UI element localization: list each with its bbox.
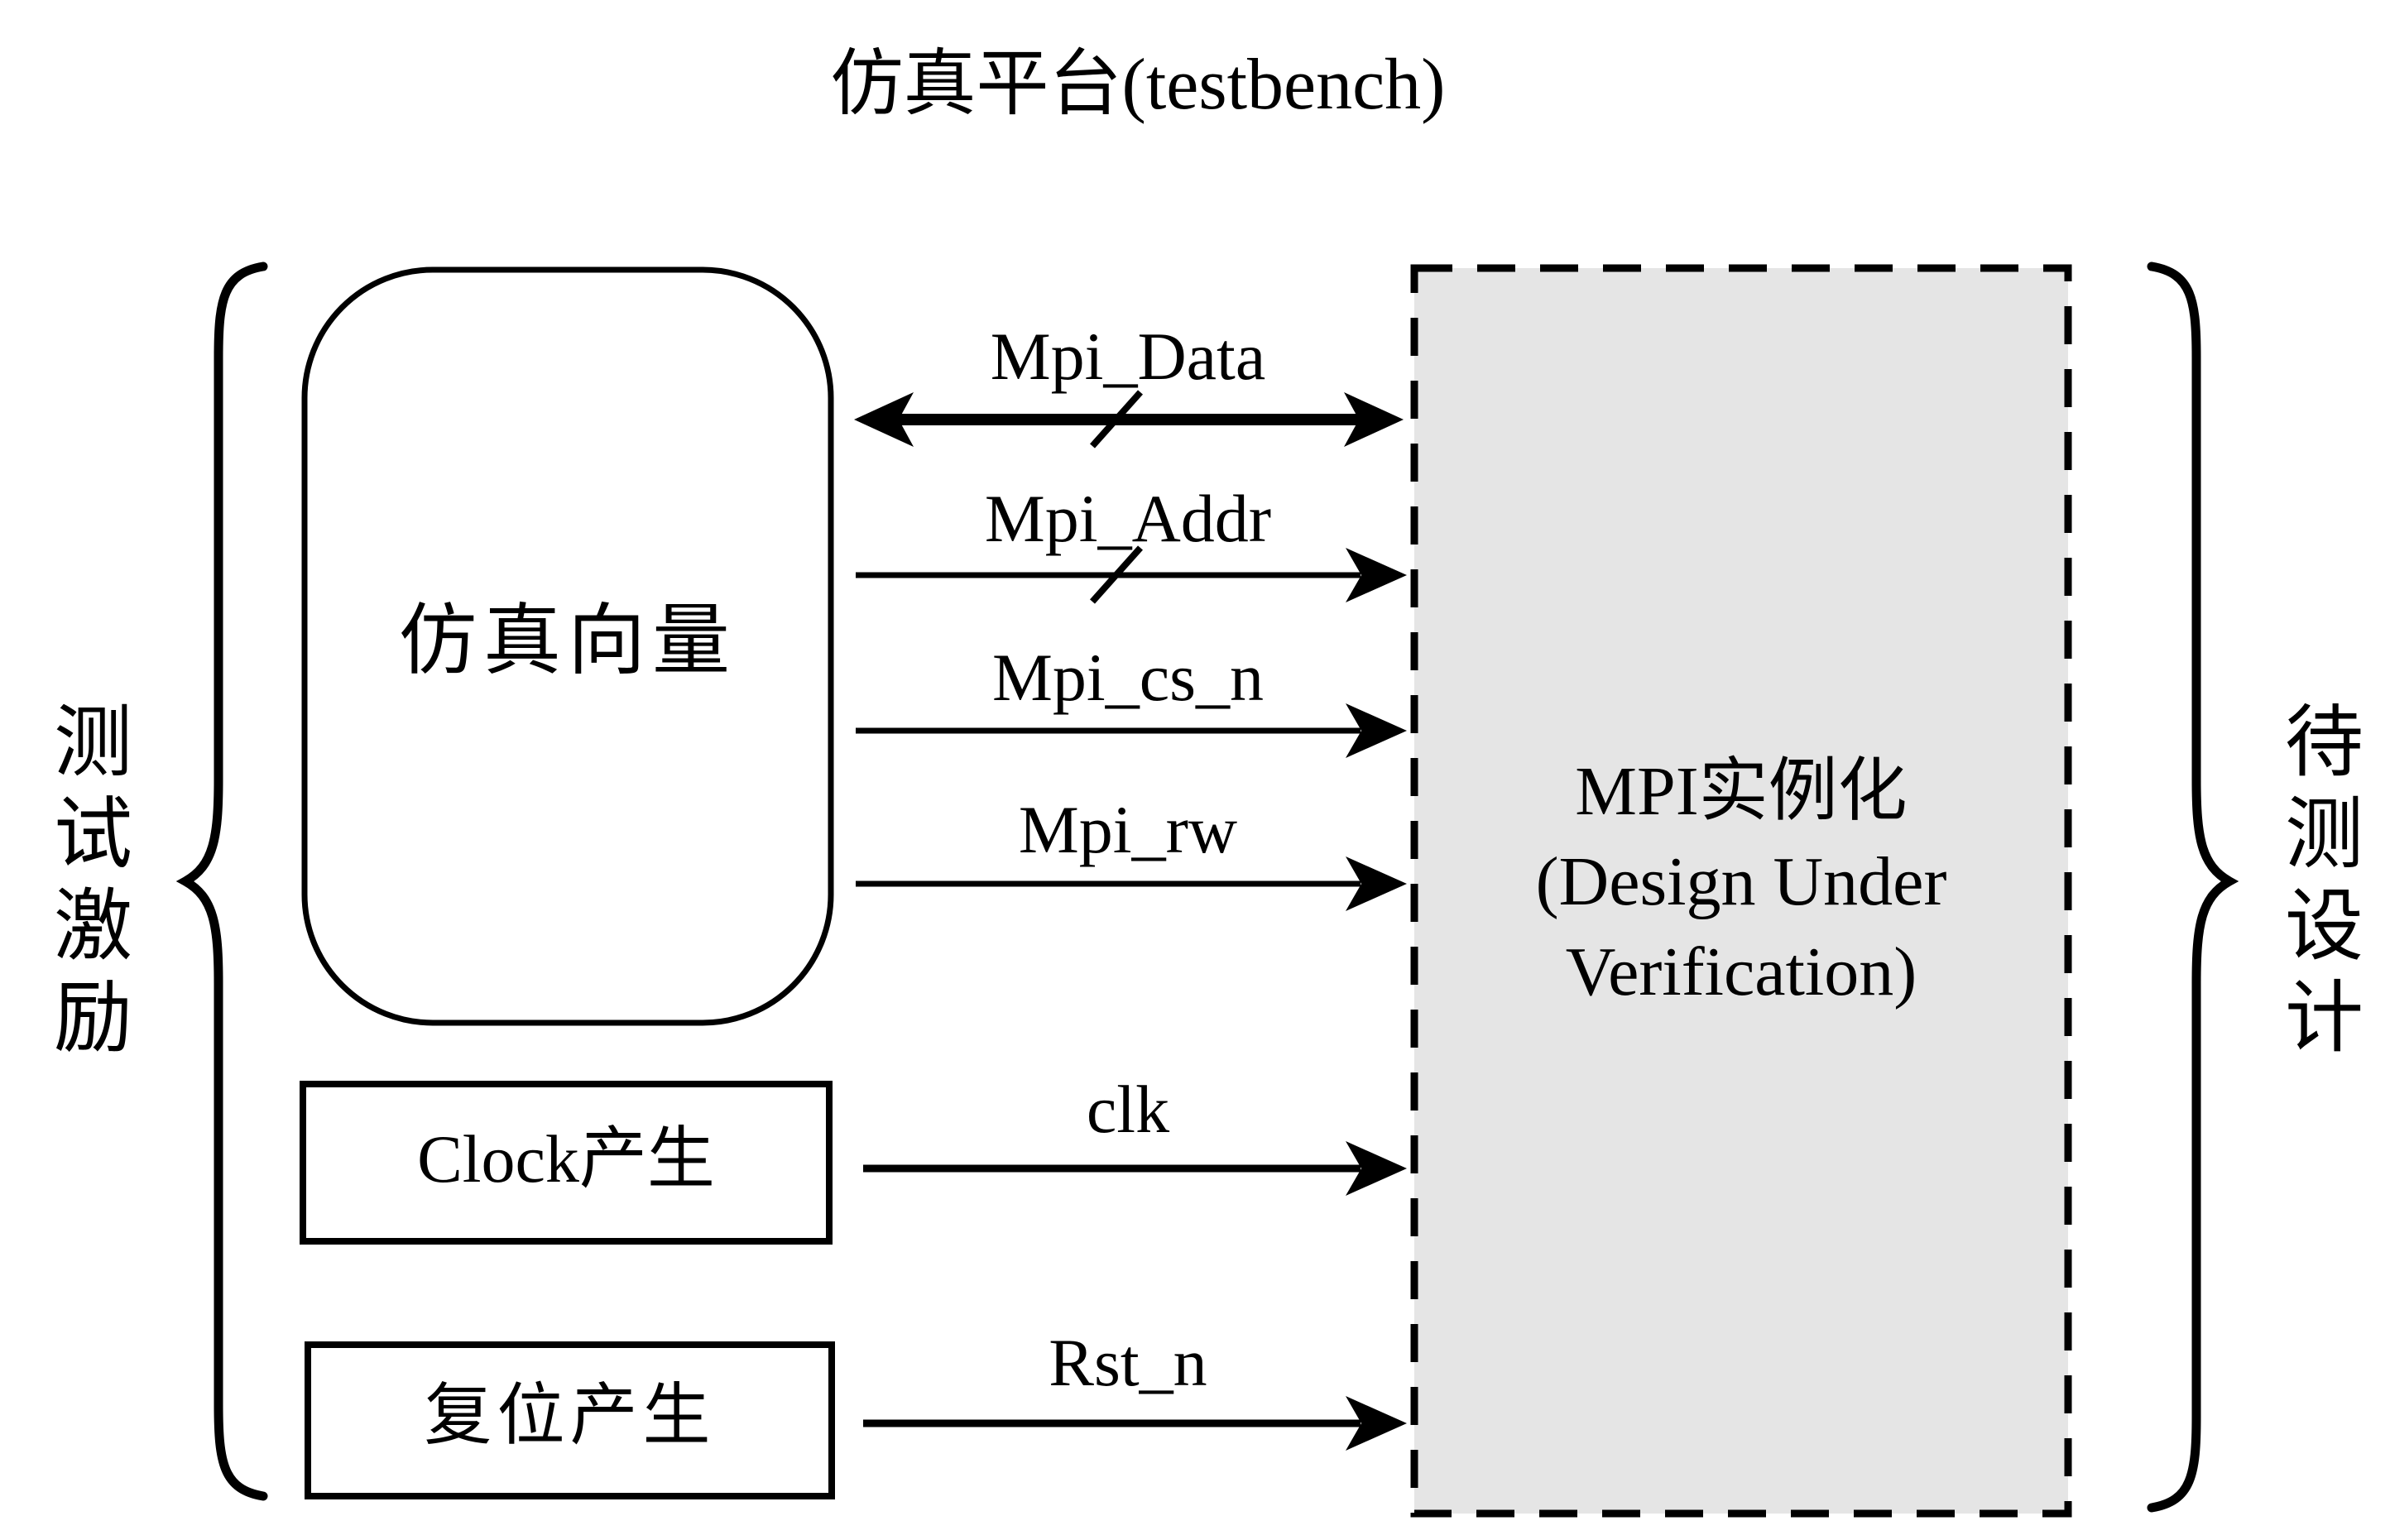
duv-label: MPI实例化 (Design Under Verification) <box>1535 753 1947 1011</box>
rst-n-arrow <box>863 1396 1407 1451</box>
bus-slash <box>1090 545 1143 604</box>
signal-label-mpi-cs-n: Mpi_cs_n <box>992 640 1264 715</box>
mpi-rw-arrow <box>856 856 1407 911</box>
signal-label-mpi-data: Mpi_Data <box>990 319 1266 394</box>
mpi-cs-n-arrow <box>856 703 1407 758</box>
signal-label-mpi-rw: Mpi_rw <box>1018 792 1238 867</box>
mpi-data-arrow <box>854 390 1404 449</box>
sim-vector-label: 仿真向量 <box>398 598 737 684</box>
signal-label-mpi-addr: Mpi_Addr <box>984 481 1272 556</box>
right-brace-label: 待测设计 <box>2273 700 2361 1067</box>
bus-slash <box>1090 390 1143 449</box>
diagram-title: 仿真平台(testbench) <box>830 45 1446 125</box>
clk-arrow <box>863 1141 1407 1196</box>
signal-label-rst-n: Rst_n <box>1049 1325 1207 1400</box>
duv-box <box>1410 264 2072 1518</box>
sim-vector-box <box>301 266 834 1026</box>
reset-box-label: 复位产生 <box>424 1378 716 1453</box>
right-brace <box>2147 261 2239 1513</box>
reset-box <box>305 1341 835 1499</box>
clock-box-label: Clock产生 <box>417 1121 715 1197</box>
clock-box <box>300 1081 833 1245</box>
mpi-addr-arrow <box>856 545 1407 604</box>
left-brace-label: 测试激励 <box>42 700 130 1067</box>
left-brace <box>175 261 268 1501</box>
signal-label-clk: clk <box>1086 1072 1170 1147</box>
